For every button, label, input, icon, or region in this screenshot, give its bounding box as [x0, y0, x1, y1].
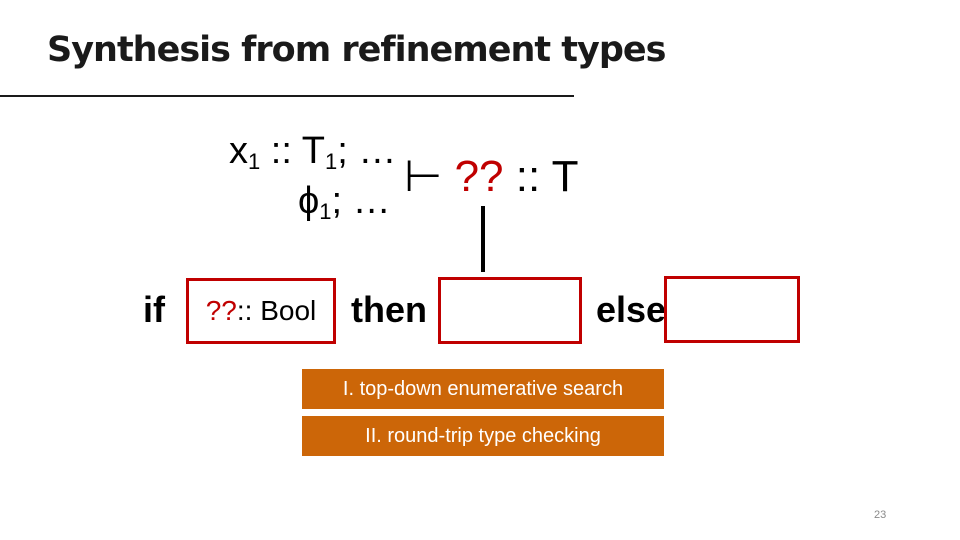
goal-type: :: T [503, 152, 579, 201]
context-phi-subscript: 1 [319, 199, 332, 224]
goal-hole: ?? [454, 152, 504, 201]
typing-judgment: ⊢ ?? :: T [404, 155, 579, 199]
else-branch-box [664, 276, 800, 343]
then-keyword: then [351, 289, 427, 330]
context-type-separator: :: [260, 130, 302, 172]
condition-type: :: Bool [236, 295, 317, 326]
context-phi: ϕ [298, 180, 320, 222]
context-phi-rest: ; … [331, 180, 391, 222]
refinement-connector-line [481, 206, 485, 272]
context-var: x [229, 130, 248, 172]
context-type: T [301, 130, 326, 172]
turnstile-symbol: ⊢ [404, 152, 455, 201]
slide-title: Synthesis from refinement types [47, 30, 666, 70]
page-number: 23 [874, 509, 887, 521]
condition-hole-box: ?? :: Bool [186, 278, 336, 344]
step-topdown-search: I. top-down enumerative search [302, 369, 664, 409]
then-branch-box [438, 277, 582, 344]
context-formulas: ϕ1; … [298, 182, 391, 223]
context-variables: x1 :: T1; … [229, 132, 396, 173]
else-keyword: else [596, 289, 667, 330]
context-var-rest: ; … [337, 130, 397, 172]
if-keyword: if [143, 289, 165, 330]
condition-hole: ?? [205, 295, 237, 326]
step-roundtrip-checking: II. round-trip type checking [302, 416, 664, 456]
title-underline [0, 95, 574, 97]
context-var-subscript: 1 [248, 149, 261, 174]
context-type-subscript: 1 [325, 149, 338, 174]
